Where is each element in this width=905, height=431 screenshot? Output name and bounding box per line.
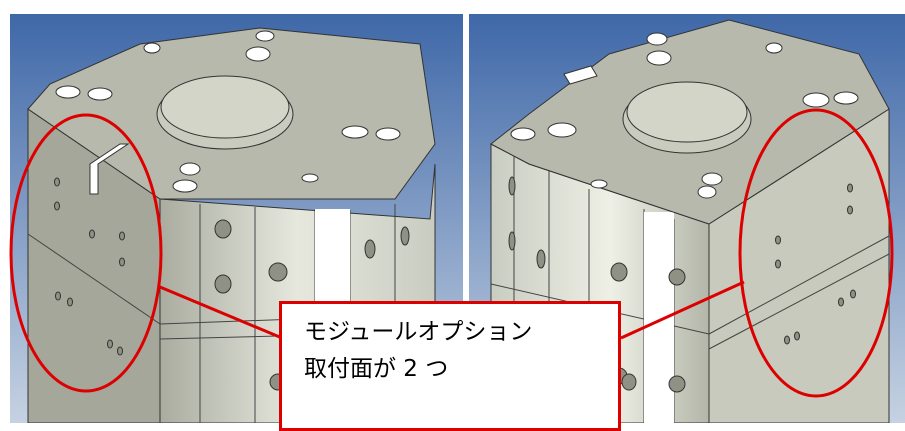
callout-line-1: モジュールオプション bbox=[304, 319, 533, 345]
callout-line-2: 取付面が 2 つ bbox=[304, 356, 449, 382]
callout-box: モジュールオプション 取付面が 2 つ bbox=[279, 301, 621, 431]
